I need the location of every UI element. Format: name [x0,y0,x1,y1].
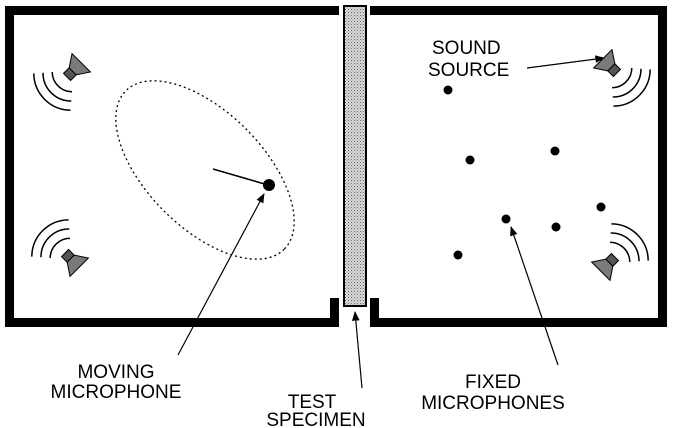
fixed-microphones-label-line1: FIXED [465,372,521,393]
microphone-dot-icon [443,85,453,95]
test-specimen-label-line1: TEST [288,392,337,413]
test-specimen-arrow [351,311,363,389]
test-specimen-label-line2: SPECIMEN [266,410,365,428]
microphone-dot-icon [550,146,560,156]
microphone-dot-icon [551,222,561,232]
fixed-microphones-arrow [510,226,559,366]
loudspeaker-icon [31,219,90,278]
receiving-room [370,6,667,327]
moving-microphone-label-line2: MICROPHONE [51,382,182,403]
microphone-dot-icon [596,202,606,212]
moving-microphone-label-line1: MOVING [77,362,154,383]
sound-source-label-line2: SOURCE [428,60,509,81]
microphone-dot-icon [453,250,463,260]
loudspeaker-icon [33,52,92,111]
loudspeaker-icon [590,223,649,282]
microphone-traverse-path [115,80,295,260]
sound-source-arrow [526,55,605,69]
microphone-dot-icon [465,155,475,165]
moving-microphone-arrow [177,193,265,356]
fixed-microphones [443,85,606,260]
fixed-microphones-label-line2: MICROPHONES [421,393,565,414]
sound-source-label-line1: SOUND [432,38,501,59]
source-room [5,6,339,327]
test-specimen-panel [343,5,367,307]
microphone-dot-icon [501,214,511,224]
moving-microphone-dot-icon [263,179,275,191]
microphone-boom [212,168,269,186]
loudspeaker-icon [592,48,651,107]
